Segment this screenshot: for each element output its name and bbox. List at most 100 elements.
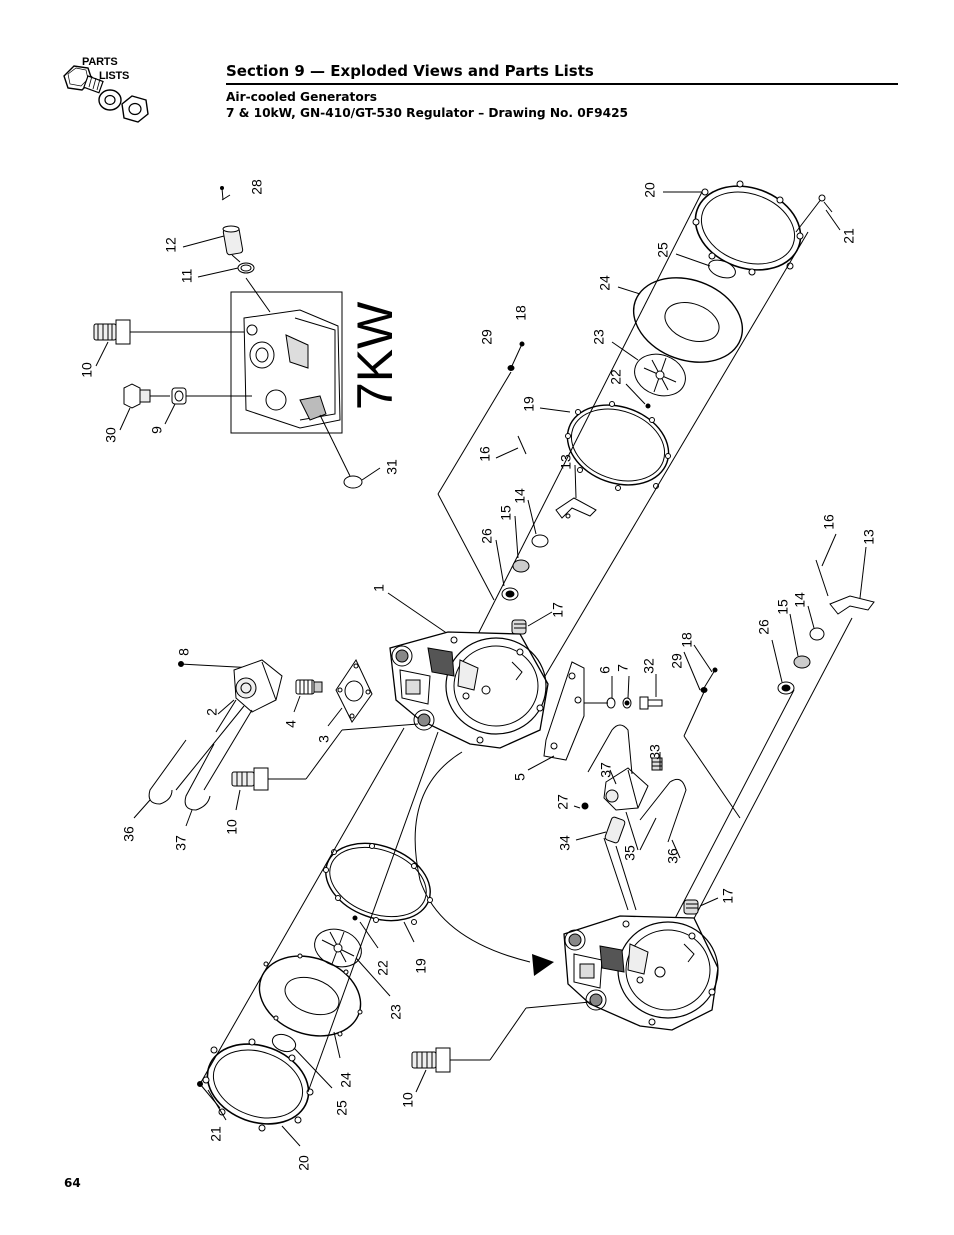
part-12-sleeve xyxy=(222,225,244,256)
callout-34: 34 xyxy=(557,835,573,851)
part-9-bushing xyxy=(171,387,252,405)
callout-27: 27 xyxy=(555,794,571,810)
part-36-wire-left xyxy=(148,739,187,805)
part-37-wire-right xyxy=(587,724,633,775)
header-rule xyxy=(226,83,898,85)
part-4-spring xyxy=(295,679,323,695)
callout-7: 7 xyxy=(615,664,631,672)
callout-1: 1 xyxy=(371,584,387,592)
regulator-body-assembled xyxy=(563,915,719,1031)
part-18-screw-upper xyxy=(510,341,525,369)
part-10-fitting-lower xyxy=(411,1001,591,1093)
part-29-washer-mid xyxy=(683,687,708,737)
callout-25: 25 xyxy=(334,1100,350,1116)
callout-26: 26 xyxy=(479,528,495,544)
part-35-valve-block xyxy=(603,767,649,811)
callout-15: 15 xyxy=(775,599,791,615)
header-subtitle-line1: Air-cooled Generators xyxy=(226,90,377,104)
part-28-pin xyxy=(220,186,224,201)
part-10-fitting-left xyxy=(231,723,419,791)
callout-31: 31 xyxy=(384,459,400,475)
part-26-nut-upper xyxy=(501,587,519,601)
callout-23: 23 xyxy=(591,329,607,345)
part-22-screw-lower xyxy=(352,915,358,921)
callout-3: 3 xyxy=(316,735,332,743)
inset-model-label: 7KW xyxy=(347,301,403,410)
assembly-arrow xyxy=(532,954,554,976)
callout-20: 20 xyxy=(642,182,658,198)
callout-10: 10 xyxy=(79,362,95,378)
part-20-cover xyxy=(692,180,804,276)
callout-21: 21 xyxy=(208,1126,224,1142)
callout-37: 37 xyxy=(598,762,614,778)
callout-36: 36 xyxy=(665,848,681,864)
callout-8: 8 xyxy=(176,648,192,656)
callout-22: 22 xyxy=(375,960,391,976)
part-34-sleeve xyxy=(604,816,626,844)
part-16-pin-lower xyxy=(815,559,829,597)
part-19-gasket-lower xyxy=(323,842,433,925)
part-23-plate xyxy=(634,353,686,397)
callout-14: 14 xyxy=(792,592,808,608)
part-27-pin xyxy=(581,802,589,810)
callout-23: 23 xyxy=(388,1004,404,1020)
callout-21: 21 xyxy=(841,228,857,244)
callout-30: 30 xyxy=(103,427,119,443)
callout-25: 25 xyxy=(655,242,671,258)
part-30-plug xyxy=(123,383,170,409)
part-7-lockwasher xyxy=(622,697,632,709)
part-36-wire-right xyxy=(639,778,687,843)
callout-15: 15 xyxy=(498,505,514,521)
callout-29: 29 xyxy=(479,329,495,345)
part-22-screw xyxy=(645,403,651,409)
callout-36: 36 xyxy=(121,826,137,842)
part-19-gasket xyxy=(565,401,671,491)
callout-5: 5 xyxy=(512,773,528,781)
callout-10: 10 xyxy=(224,819,240,835)
callout-4: 4 xyxy=(283,720,299,728)
callout-19: 19 xyxy=(413,958,429,974)
part-20-cover-lower xyxy=(202,1038,314,1132)
part-3-gasket-plate xyxy=(335,658,373,723)
callout-24: 24 xyxy=(338,1072,354,1088)
header-subtitle-line2: 7 & 10kW, GN-410/GT-530 Regulator – Draw… xyxy=(226,106,629,120)
part-26-nut-lower xyxy=(777,681,795,695)
callout-19: 19 xyxy=(521,396,537,412)
callout-18: 18 xyxy=(513,305,529,321)
callout-12: 12 xyxy=(163,237,179,253)
callout-13: 13 xyxy=(558,454,574,470)
part-11-oring xyxy=(237,262,255,274)
callout-16: 16 xyxy=(477,446,493,462)
callout-24: 24 xyxy=(597,275,613,291)
part-23-plate-lower xyxy=(314,928,362,968)
callout-26: 26 xyxy=(756,619,772,635)
part-32-screw xyxy=(639,696,663,710)
part-14-disc-upper xyxy=(531,534,549,548)
part-17-spring-upper xyxy=(511,619,527,635)
callout-14: 14 xyxy=(512,488,528,504)
part-14-disc-lower xyxy=(809,627,825,641)
inset-regulator-body xyxy=(243,309,341,429)
part-1-regulator-body xyxy=(389,631,549,749)
callout-9: 9 xyxy=(149,426,165,434)
callout-22: 22 xyxy=(608,369,624,385)
part-24-diaphragm xyxy=(632,277,744,363)
part-10-fitting-inset xyxy=(93,319,244,345)
callout-33: 33 xyxy=(647,744,663,760)
part-31-cap xyxy=(319,414,363,489)
callout-18: 18 xyxy=(679,632,695,648)
callout-17: 17 xyxy=(550,602,566,618)
callout-28: 28 xyxy=(249,179,265,195)
callout-16: 16 xyxy=(821,514,837,530)
part-18-screw-mid xyxy=(703,667,718,689)
part-25-disc xyxy=(708,259,736,279)
part-25-disc-lower xyxy=(271,1033,297,1053)
part-15-seat-upper xyxy=(512,559,530,573)
callout-11: 11 xyxy=(179,269,195,284)
page-header: Section 9 — Exploded Views and Parts Lis… xyxy=(226,60,898,121)
callout-35: 35 xyxy=(622,845,638,861)
part-37-wire-left xyxy=(184,743,215,811)
part-5-bracket xyxy=(543,661,585,761)
callout-29: 29 xyxy=(669,653,685,669)
